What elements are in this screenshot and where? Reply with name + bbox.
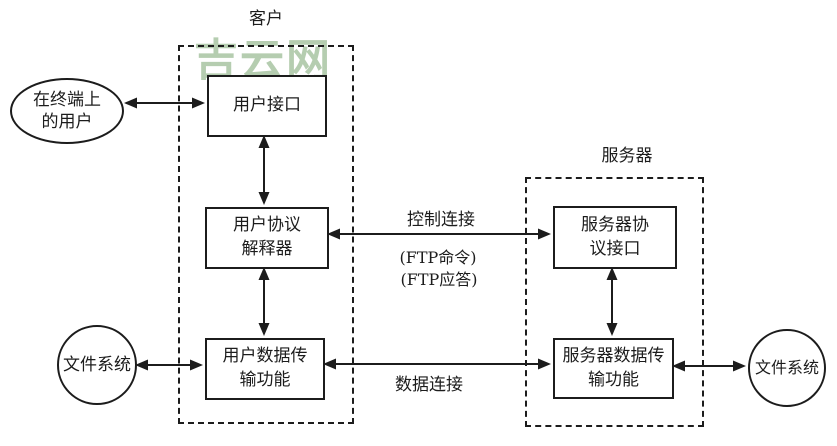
arrow-filesystem-right <box>672 360 746 372</box>
control-connection-label: 控制连接 <box>407 210 475 230</box>
arrow-data-connection <box>323 358 551 370</box>
server-protocol-interface-box: 服务器协 议接口 <box>553 206 677 269</box>
data-connection-label: 数据连接 <box>395 375 463 395</box>
arrow-interface-interpreter <box>258 135 270 205</box>
ftp-reply-label: (FTP应答) <box>400 270 478 289</box>
arrow-control-connection <box>327 228 551 240</box>
client-group-label: 客户 <box>249 9 283 29</box>
arrow-filesystem-left <box>135 359 203 371</box>
user-data-transfer-box: 用户数据传 输功能 <box>205 338 325 400</box>
server-group-box <box>525 177 704 427</box>
arrow-terminal-user-interface <box>124 97 205 109</box>
server-group-label: 服务器 <box>601 146 653 166</box>
server-data-transfer-box: 服务器数据传 输功能 <box>553 338 674 399</box>
ftp-command-label: (FTP命令) <box>399 248 477 267</box>
user-protocol-interpreter-box: 用户协议 解释器 <box>205 207 329 269</box>
file-system-left-node: 文件系统 <box>57 325 137 405</box>
arrow-server-interface-data-transfer <box>606 267 618 336</box>
file-system-right-node: 文件系统 <box>748 329 826 407</box>
user-interface-box: 用户接口 <box>207 75 327 137</box>
arrow-interpreter-data-transfer <box>258 267 270 336</box>
terminal-user-node: 在终端上 的用户 <box>10 78 124 144</box>
